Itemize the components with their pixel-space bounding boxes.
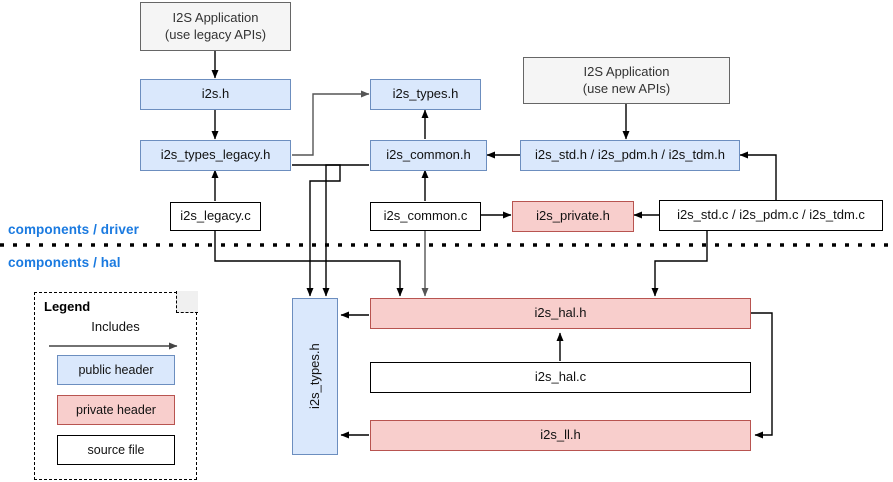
node-i2s-types-h-hal[interactable]: i2s_types.h [292,298,338,455]
zone-label-hal: components / hal [8,255,121,270]
node-label: i2s_ll.h [540,427,581,443]
legend-swatch-label: private header [76,403,156,417]
node-label: i2s_common.h [386,147,471,163]
node-i2s-std-c[interactable]: i2s_std.c / i2s_pdm.c / i2s_tdm.c [659,200,883,231]
edge-hal-h-to-ll-h [751,312,773,439]
node-label: i2s_types_legacy.h [160,147,271,163]
node-label: i2s_types.h [306,343,322,410]
node-label: i2s_hal.h [534,305,587,321]
node-i2s-hal-h[interactable]: i2s_hal.h [370,298,751,329]
zone-label-driver: components / driver [8,222,139,237]
legend-swatch-private-header: private header [57,395,175,425]
node-label: i2s_std.c / i2s_pdm.c / i2s_tdm.c [677,207,865,223]
legend-title: Legend [44,299,91,314]
node-label: i2s_hal.c [534,369,587,385]
edge-std-c-to-hal-h [651,230,708,297]
edge-std-c-to-std-h [739,151,777,200]
node-i2s-ll-h[interactable]: i2s_ll.h [370,420,751,451]
node-label: i2s_types.h [392,86,459,102]
node-i2s-hal-c[interactable]: i2s_hal.c [370,362,751,393]
node-label: i2s_private.h [536,208,610,224]
node-i2s-legacy-c[interactable]: i2s_legacy.c [170,202,261,231]
legend-fold-corner-icon [175,291,198,314]
legend-includes-arrow-icon [49,342,178,350]
legend: Legend Includes public header private he… [34,291,198,480]
edge-common-h-to-hal-types [322,164,369,297]
node-i2s-std-h[interactable]: i2s_std.h / i2s_pdm.h / i2s_tdm.h [520,140,740,171]
legend-swatch-public-header: public header [57,355,175,385]
edge-legacy-c-to-hal-h [214,230,404,297]
legend-swatch-label: source file [87,443,145,457]
node-i2s-types-legacy-h[interactable]: i2s_types_legacy.h [140,140,291,171]
node-i2s-types-h[interactable]: i2s_types.h [370,79,481,110]
edge-types-legacy-to-hal-types [292,164,341,297]
legend-swatch-source-file: source file [57,435,175,465]
node-app-new[interactable]: I2S Application (use new APIs) [523,57,730,104]
node-label: i2s_std.h / i2s_pdm.h / i2s_tdm.h [534,147,726,163]
node-label: i2s_legacy.c [180,208,251,224]
node-i2s-h[interactable]: i2s.h [140,79,291,110]
node-label: I2S Application (use legacy APIs) [164,10,267,42]
node-app-legacy[interactable]: I2S Application (use legacy APIs) [140,2,291,51]
legend-swatch-label: public header [78,363,154,377]
node-label: i2s_common.c [383,208,468,224]
node-i2s-common-c[interactable]: i2s_common.c [370,202,481,231]
node-i2s-private-h[interactable]: i2s_private.h [512,201,634,232]
node-label: I2S Application (use new APIs) [582,64,671,96]
node-i2s-common-h[interactable]: i2s_common.h [370,140,487,171]
edge-types-legacy-to-types-h [292,90,370,156]
legend-includes-label: Includes [91,319,140,334]
node-label: i2s.h [201,86,230,102]
